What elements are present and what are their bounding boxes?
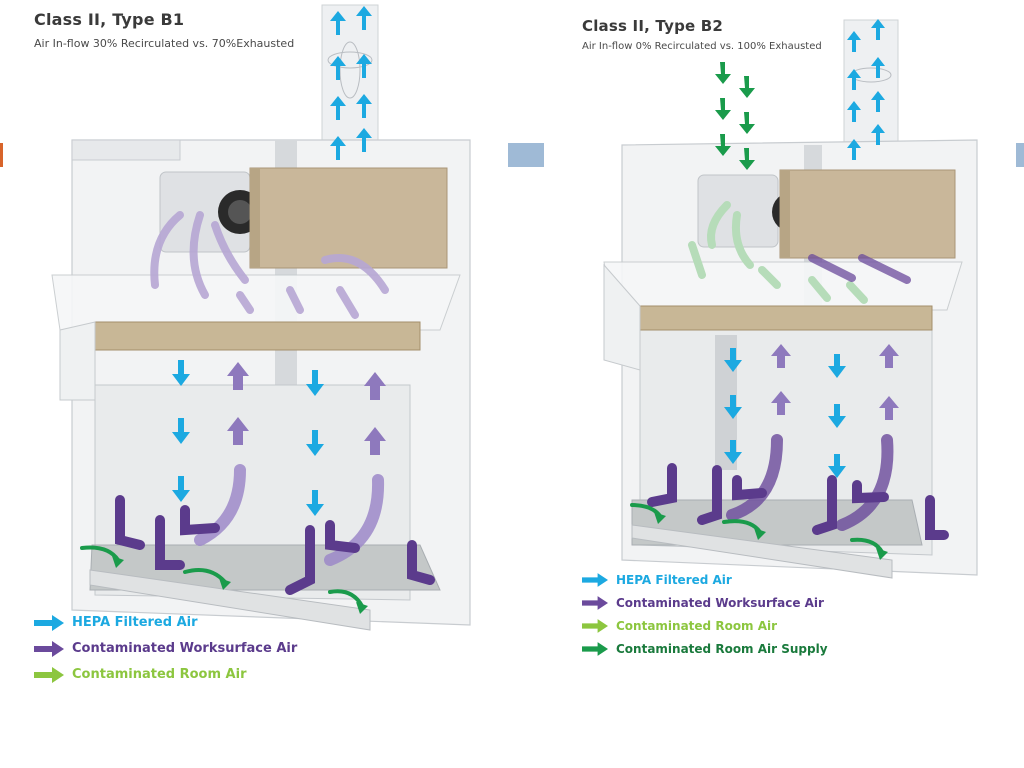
legend-item-worksurface: Contaminated Worksurface Air [582, 591, 828, 614]
chamber-worksurface-curves [194, 464, 385, 566]
legend-label: HEPA Filtered Air [616, 572, 732, 587]
room-air-arrowheads [654, 512, 888, 560]
duct-hepa-arrows [330, 6, 372, 160]
left-edge-tab [0, 143, 3, 167]
legend-item-hepa: HEPA Filtered Air [34, 611, 297, 634]
panel-type-b2: Class II, Type B2 Air In-flow 0% Recircu… [512, 0, 1024, 768]
arrow-right-icon [582, 595, 608, 610]
blower-motor [159, 171, 262, 253]
plenum-room-air-arrows [688, 201, 868, 304]
arrow-right-icon [34, 666, 64, 683]
legend-item-room-air: Contaminated Room Air [34, 663, 297, 686]
chamber-hepa-arrows [172, 360, 324, 516]
legend-item-worksurface: Contaminated Worksurface Air [34, 637, 297, 660]
legend: HEPA Filtered Air Contaminated Worksurfa… [582, 568, 828, 660]
legend-item-room-air: Contaminated Room Air [582, 614, 828, 637]
room-air-arrowheads [112, 556, 368, 614]
arrow-right-icon [582, 618, 608, 633]
center-tab [508, 143, 544, 167]
panel-subtitle: Air In-flow 30% Recirculated vs. 70%Exha… [34, 37, 295, 50]
panel-title: Class II, Type B1 [34, 10, 185, 29]
plenum [603, 261, 963, 371]
exhaust-duct [321, 4, 379, 166]
legend-item-room-air-supply: Contaminated Room Air Supply [582, 637, 828, 660]
legend: HEPA Filtered Air Contaminated Worksurfa… [34, 611, 297, 686]
arrow-right-icon [582, 641, 608, 656]
chamber-worksurface-arrows [227, 362, 386, 455]
cabinet-diagram-b2 [603, 19, 978, 579]
arrow-right-icon [34, 614, 64, 631]
legend-item-hepa: HEPA Filtered Air [582, 568, 828, 591]
plenum-recirc-arrows [150, 211, 389, 319]
plenum-worksurface-arrows [808, 254, 911, 284]
panel-title: Class II, Type B2 [582, 17, 724, 35]
supply-air-arrows [715, 62, 755, 170]
arrow-right-icon [34, 640, 64, 657]
legend-label: Contaminated Room Air [616, 618, 778, 633]
panel-subtitle: Air In-flow 0% Recirculated vs. 100% Exh… [582, 41, 822, 52]
grille-intake-arrows [647, 463, 949, 540]
arrow-right-icon [582, 572, 608, 587]
chamber-hepa-arrows [724, 348, 846, 478]
legend-label: Contaminated Room Air [72, 667, 247, 682]
duct-hepa-arrows [847, 19, 885, 160]
right-edge-tab [1016, 143, 1024, 167]
legend-label: Contaminated Worksurface Air [616, 595, 824, 610]
legend-label: Contaminated Room Air Supply [616, 641, 828, 656]
grille-intake-arrows [115, 495, 435, 595]
panel-type-b1: Class II, Type B1 Air In-flow 30% Recirc… [34, 4, 471, 686]
cabinet-diagram-b1 [51, 4, 471, 631]
legend-label: Contaminated Worksurface Air [72, 641, 298, 656]
legend-label: HEPA Filtered Air [72, 615, 198, 630]
hepa-filter-box [249, 167, 448, 269]
chamber-worksurface-arrows [771, 344, 899, 420]
hepa-filter-box [779, 169, 956, 259]
